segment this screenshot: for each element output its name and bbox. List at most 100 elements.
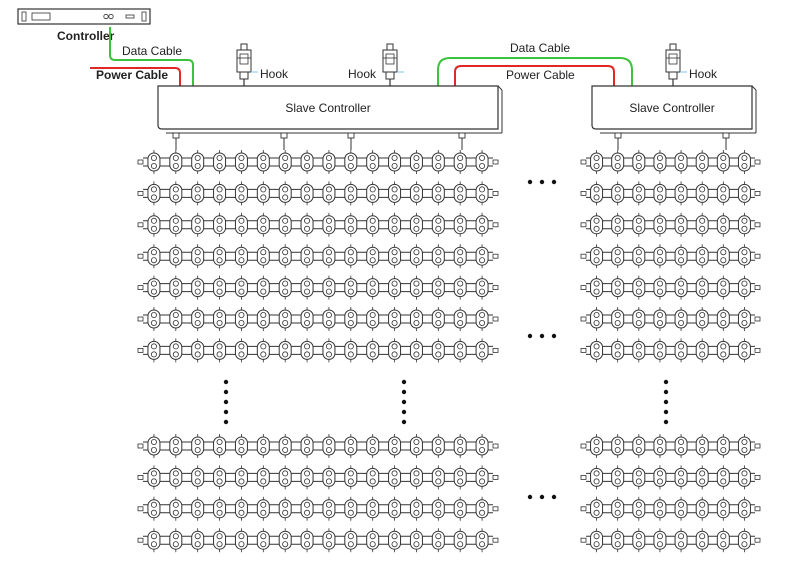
led-module bbox=[322, 465, 336, 490]
led-module bbox=[322, 434, 336, 458]
led-module bbox=[256, 212, 270, 237]
led-module bbox=[256, 338, 270, 363]
data-cable-left bbox=[109, 27, 194, 86]
led-module bbox=[453, 307, 467, 331]
led-module bbox=[234, 244, 248, 269]
led-module bbox=[632, 275, 646, 300]
led-module bbox=[695, 150, 709, 174]
led-module bbox=[234, 465, 248, 490]
hook-2-label: Hook bbox=[348, 67, 377, 81]
led-module bbox=[278, 150, 292, 174]
led-module bbox=[409, 275, 423, 300]
led-module bbox=[256, 150, 270, 174]
led-module bbox=[300, 275, 314, 300]
led-panel-row bbox=[137, 465, 499, 490]
led-module bbox=[632, 528, 646, 553]
led-module bbox=[590, 150, 604, 174]
led-module bbox=[611, 181, 625, 206]
led-module bbox=[716, 275, 730, 300]
led-module bbox=[344, 150, 358, 174]
led-module bbox=[234, 275, 248, 300]
led-module bbox=[388, 528, 402, 553]
led-module bbox=[147, 434, 161, 458]
led-module bbox=[322, 496, 336, 521]
slave-left-label: Slave Controller bbox=[285, 101, 370, 115]
led-module bbox=[213, 307, 227, 331]
led-module bbox=[674, 275, 688, 300]
led-panels bbox=[137, 150, 761, 553]
led-module bbox=[234, 212, 248, 237]
led-module bbox=[366, 465, 380, 490]
led-module bbox=[590, 434, 604, 458]
power-cable-left-label: Power Cable bbox=[96, 68, 168, 82]
led-panel-row bbox=[580, 275, 761, 300]
led-module bbox=[653, 528, 667, 553]
led-module bbox=[716, 307, 730, 331]
led-module bbox=[409, 434, 423, 458]
led-module bbox=[300, 307, 314, 331]
led-module bbox=[453, 150, 467, 174]
led-module bbox=[431, 528, 445, 553]
led-panel-row bbox=[580, 307, 761, 331]
led-module bbox=[431, 338, 445, 363]
led-panel-row bbox=[580, 496, 761, 521]
led-panel-row bbox=[137, 496, 499, 521]
data-cable-right-label: Data Cable bbox=[510, 41, 570, 55]
led-module bbox=[475, 275, 489, 300]
led-module bbox=[344, 244, 358, 269]
led-module bbox=[278, 434, 292, 458]
led-module bbox=[256, 307, 270, 331]
led-panel-row bbox=[137, 212, 499, 237]
connector-drops bbox=[172, 132, 730, 150]
led-module bbox=[611, 307, 625, 331]
led-module bbox=[716, 496, 730, 521]
led-module bbox=[234, 181, 248, 206]
led-module bbox=[256, 528, 270, 553]
led-module bbox=[366, 434, 380, 458]
hook-3-label: Hook bbox=[689, 67, 718, 81]
led-module bbox=[475, 528, 489, 553]
led-module bbox=[737, 465, 751, 490]
connector-drop bbox=[722, 132, 730, 150]
led-module bbox=[256, 465, 270, 490]
led-module bbox=[366, 181, 380, 206]
led-module bbox=[611, 496, 625, 521]
led-module bbox=[674, 434, 688, 458]
slave-controller-right bbox=[591, 85, 757, 134]
led-module bbox=[147, 338, 161, 363]
led-module bbox=[695, 307, 709, 331]
led-module bbox=[475, 212, 489, 237]
led-module bbox=[366, 496, 380, 521]
led-module bbox=[431, 465, 445, 490]
led-module bbox=[278, 528, 292, 553]
led-module bbox=[737, 338, 751, 363]
led-module bbox=[475, 150, 489, 174]
led-module bbox=[322, 338, 336, 363]
led-module bbox=[674, 528, 688, 553]
led-module bbox=[653, 307, 667, 331]
led-module bbox=[737, 181, 751, 206]
power-cable-left bbox=[90, 67, 181, 86]
led-module bbox=[611, 212, 625, 237]
connector-drop bbox=[614, 132, 622, 150]
led-module bbox=[716, 465, 730, 490]
controller-label: Controller bbox=[57, 29, 115, 43]
hook-icon bbox=[236, 43, 258, 86]
led-module bbox=[191, 338, 205, 363]
led-module bbox=[169, 338, 183, 363]
led-module bbox=[344, 465, 358, 490]
slave-controller-left bbox=[157, 85, 503, 134]
led-module bbox=[737, 528, 751, 553]
led-module bbox=[213, 434, 227, 458]
led-module bbox=[344, 181, 358, 206]
led-panel-row bbox=[137, 528, 499, 553]
led-module bbox=[322, 275, 336, 300]
ellipsis-vertical bbox=[223, 379, 229, 425]
led-module bbox=[590, 528, 604, 553]
led-module bbox=[169, 212, 183, 237]
led-module bbox=[191, 275, 205, 300]
led-module bbox=[695, 434, 709, 458]
led-module bbox=[366, 150, 380, 174]
led-module bbox=[300, 150, 314, 174]
led-module bbox=[147, 496, 161, 521]
